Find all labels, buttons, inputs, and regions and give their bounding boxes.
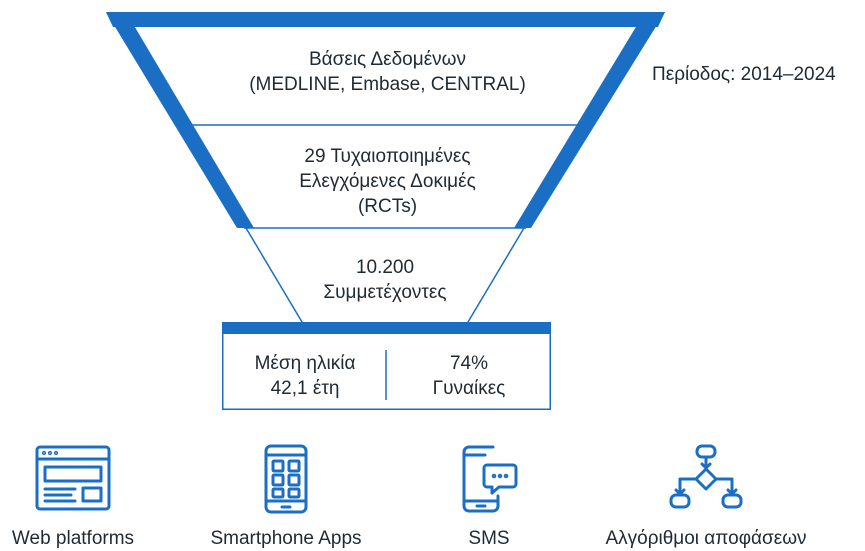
funnel-neck-left <box>245 227 303 323</box>
sms-label: SMS <box>468 528 510 549</box>
smartphone-app-icon <box>264 444 308 514</box>
databases-list: (MEDLINE, Embase, CENTRAL) <box>249 74 526 95</box>
rct-description: Ελεγχόμενες Δοκιμές <box>299 171 476 192</box>
databases-label: Βάσεις Δεδομένων <box>308 49 467 70</box>
mean-age-value: 42,1 έτη <box>270 378 340 399</box>
stats-box <box>222 332 551 410</box>
stats-women: 74% Γυναίκες <box>390 351 548 401</box>
decision-algorithm-icon <box>669 444 743 509</box>
funnel-level-3-text: 10.200 Συμμετέχοντες <box>285 255 485 305</box>
participants-count: 10.200 <box>355 257 415 278</box>
smartphone-apps-label: Smartphone Apps <box>210 528 362 549</box>
period-note: Περίοδος: 2014–2024 <box>652 64 836 85</box>
sms-item: SMS <box>444 443 534 551</box>
funnel-neck-right <box>467 227 525 323</box>
sms-icon <box>462 445 518 513</box>
women-percent: 74% <box>449 353 489 374</box>
decision-algorithms-item: Αλγόριθμοι αποφάσεων <box>588 443 824 551</box>
web-platforms-item: Web platforms <box>0 443 146 551</box>
web-platforms-label: Web platforms <box>11 528 135 549</box>
rct-count-label: 29 Τυχαιοποιημένες <box>304 146 471 167</box>
funnel-level-2-text: 29 Τυχαιοποιημένες Ελεγχόμενες Δοκιμές (… <box>230 144 545 219</box>
mean-age-label: Μέση ηλικία <box>254 353 356 374</box>
funnel-diagram <box>106 12 665 410</box>
funnel-left-border <box>106 12 254 228</box>
stats-age: Μέση ηλικία 42,1 έτη <box>226 351 384 401</box>
smartphone-apps-item: Smartphone Apps <box>200 443 372 551</box>
funnel-level-1-text: Βάσεις Δεδομένων (MEDLINE, Embase, CENTR… <box>190 47 585 97</box>
participants-label: Συμμετέχοντες <box>323 282 447 303</box>
rct-abbreviation: (RCTs) <box>357 196 418 217</box>
web-platform-icon <box>35 445 111 511</box>
funnel-top-border <box>106 12 665 27</box>
women-label: Γυναίκες <box>432 378 506 399</box>
stats-box-top-border <box>222 322 551 334</box>
decision-algorithms-label: Αλγόριθμοι αποφάσεων <box>605 528 807 549</box>
funnel-right-border <box>514 12 665 228</box>
